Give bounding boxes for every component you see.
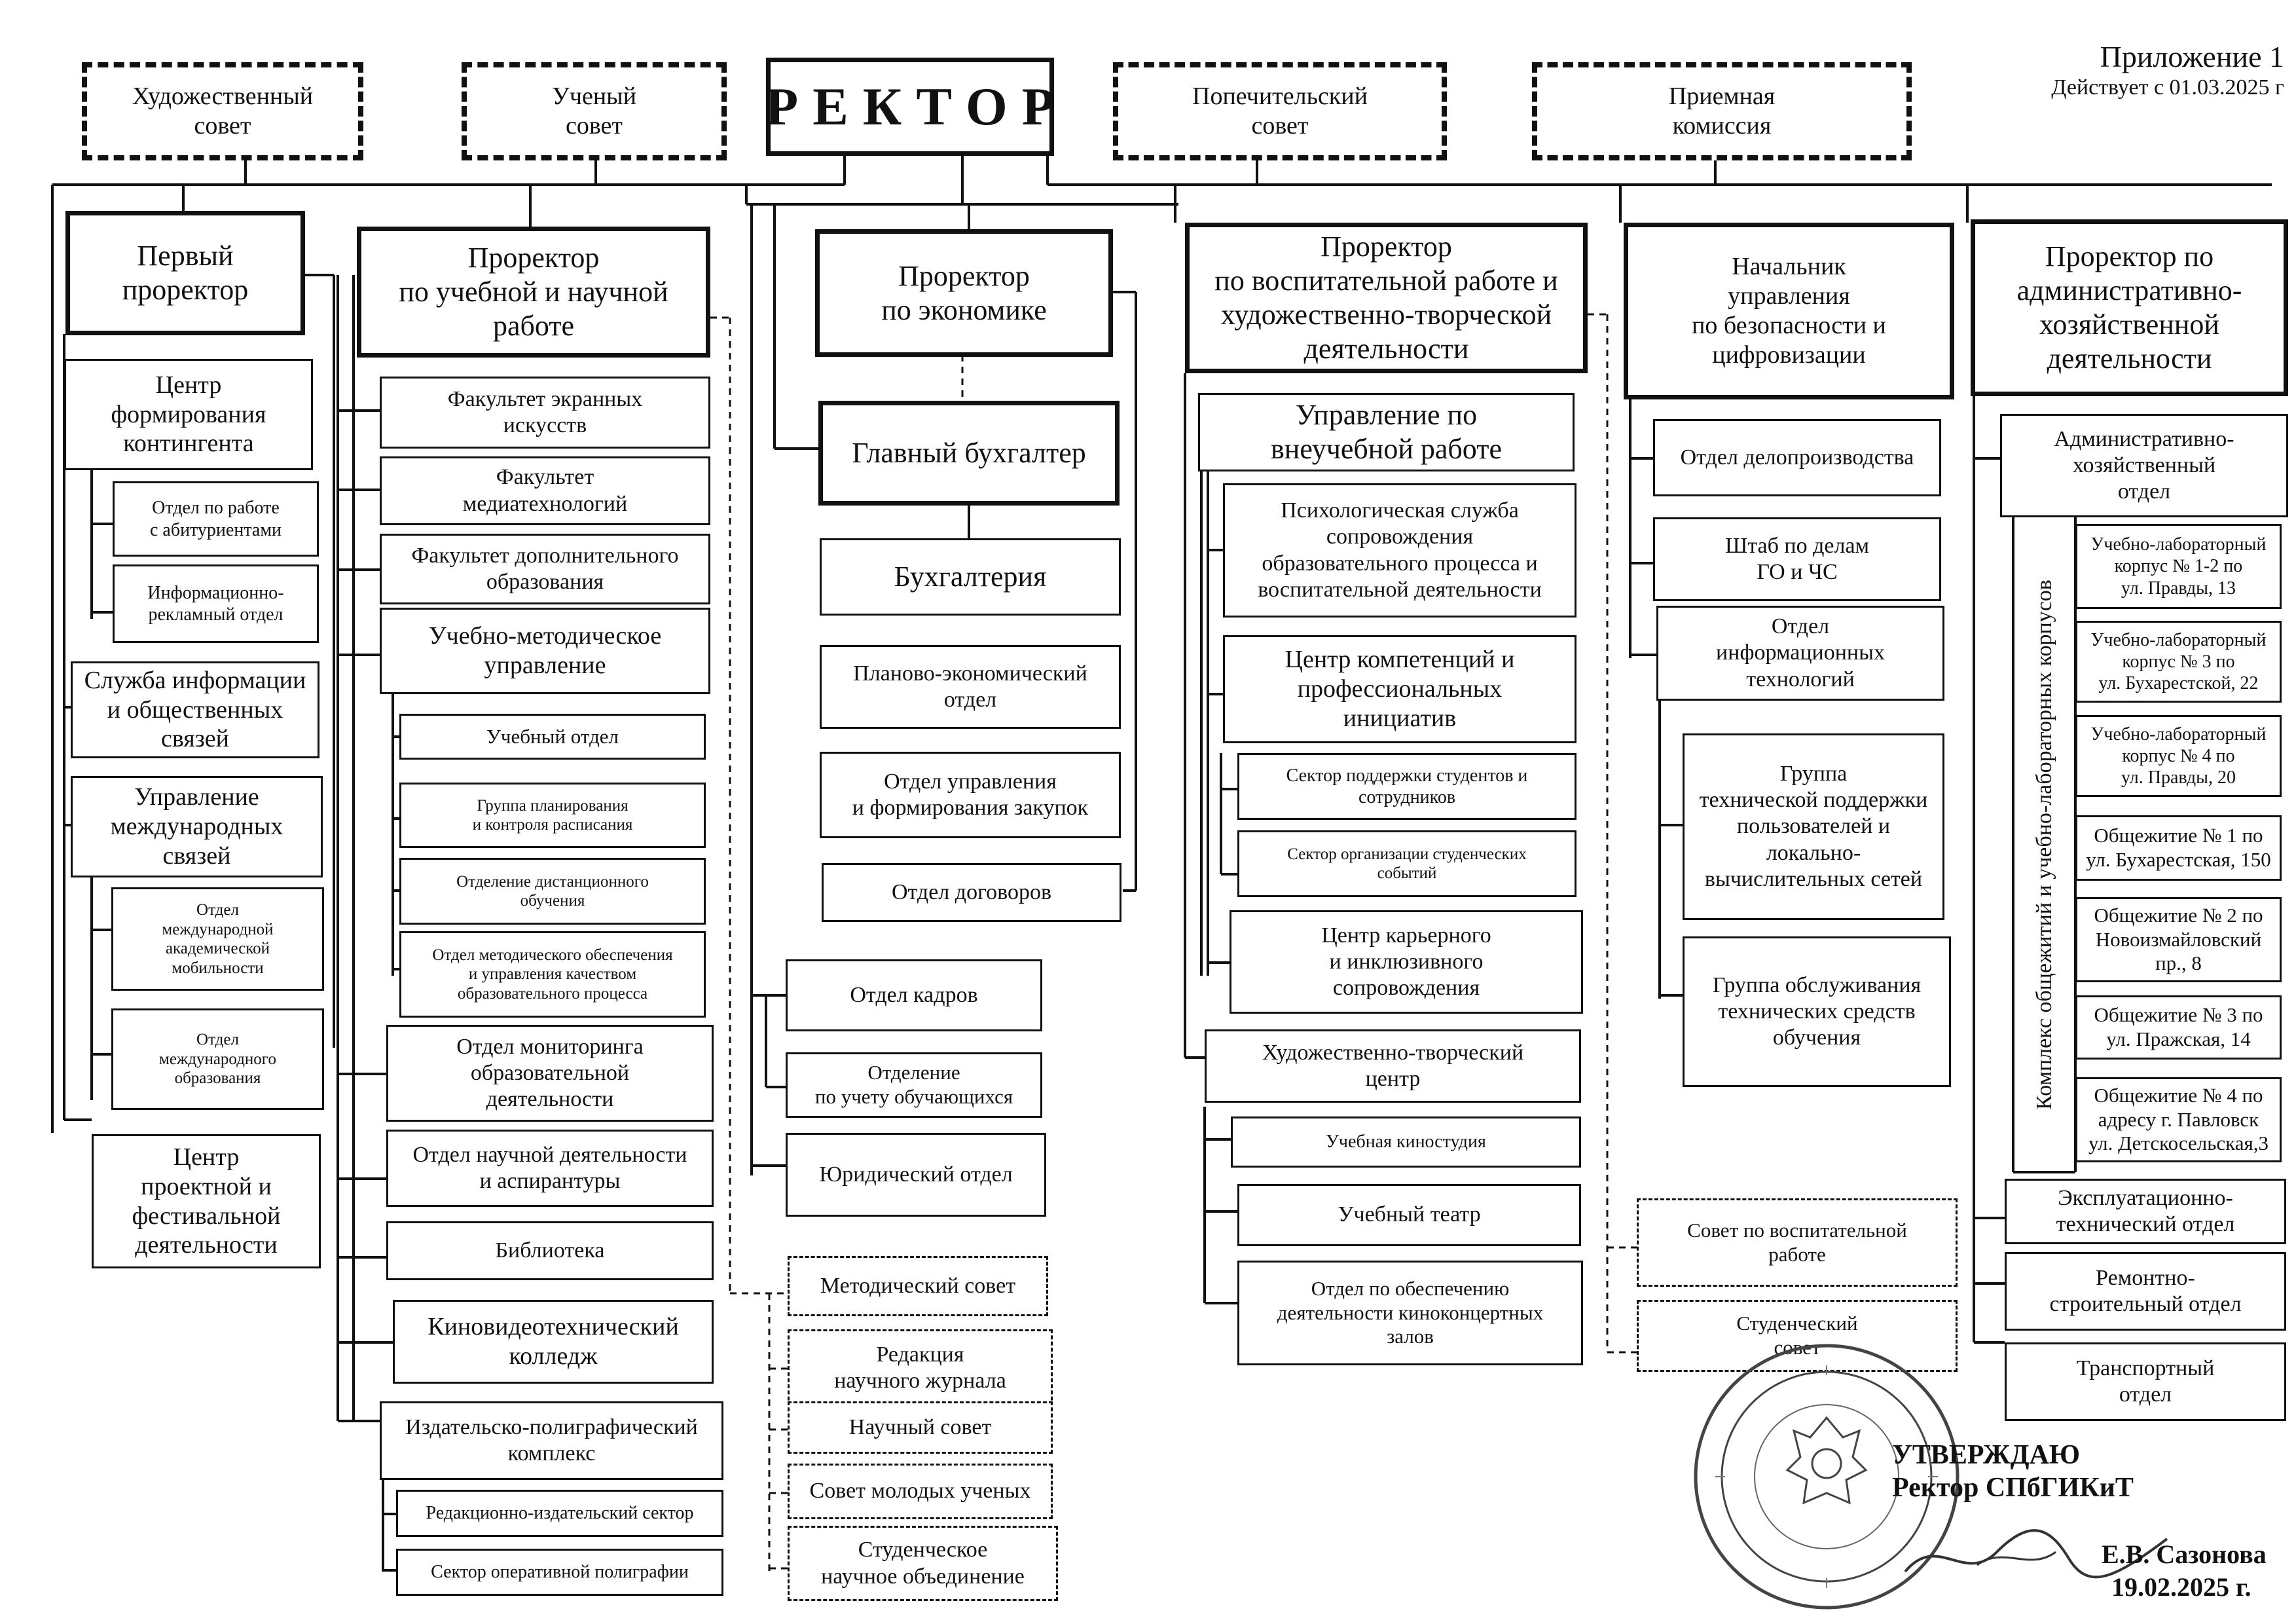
hr-dept-box: Отдел кадров (786, 959, 1042, 1031)
theatre-box: Учебный театр (1237, 1184, 1581, 1246)
student-council-box: Студенческий совет (1637, 1300, 1958, 1372)
student-society-box: Студенческое научное объединение (788, 1526, 1058, 1601)
edu-method-box: Учебно-методическое управление (380, 608, 710, 694)
rector-box: РЕКТОР (766, 58, 1054, 156)
research-dept-box: Отдел научной деятельности и аспирантуры (386, 1130, 714, 1207)
applicants-dept-box: Отдел по работе с абитуриентами (113, 481, 319, 557)
planning-dept-box: Планово-экономический отдел (820, 645, 1121, 729)
appendix-label: Приложение 1 (2100, 40, 2284, 73)
building-1-box: Учебно-лабораторный корпус № 1-2 по ул. … (2075, 524, 2282, 609)
transport-dept-box: Транспортный отдел (2005, 1342, 2286, 1421)
edu-council-box: Совет по воспитательной работе (1637, 1198, 1958, 1287)
maintenance-dept-box: Эксплуатационно- технический отдел (2005, 1179, 2286, 1244)
film-studio-box: Учебная киностудия (1231, 1116, 1581, 1168)
approval-label: УТВЕРЖДАЮ (1892, 1440, 2081, 1470)
building-3-box: Учебно-лабораторный корпус № 4 по ул. Пр… (2075, 715, 2282, 797)
psych-service-box: Психологическая служба сопровождения обр… (1223, 483, 1576, 618)
educational-prorector-box: Проректор по воспитательной работе и худ… (1185, 223, 1588, 373)
dormitory-3-box: Общежитие № 3 по ул. Пражская, 14 (2075, 995, 2282, 1060)
dormitory-2-box: Общежитие № 2 по Новоизмайловский пр., 8 (2075, 897, 2282, 982)
equipment-group-box: Группа обслуживания технических средств … (1683, 936, 1951, 1087)
security-chief-box: Начальник управления по безопасности и ц… (1624, 223, 1954, 399)
art-council-box: Художественный совет (82, 62, 363, 160)
it-dept-box: Отдел информационных технологий (1656, 606, 1944, 701)
library-box: Библиотека (386, 1221, 714, 1280)
competence-center-box: Центр компетенций и профессиональных ини… (1223, 635, 1576, 743)
events-sector-box: Сектор организации студенческих событий (1237, 830, 1576, 897)
schedule-group-box: Группа планирования и контроля расписани… (399, 783, 706, 848)
edu-dept-box: Учебный отдел (399, 714, 706, 760)
first-prorector-box: Первый проректор (65, 211, 305, 335)
young-scientists-council-box: Совет молодых ученых (788, 1464, 1053, 1519)
procurement-dept-box: Отдел управления и формирования закупок (820, 752, 1121, 838)
admin-dept-box: Административно- хозяйственный отдел (2000, 414, 2288, 517)
editorial-sector-box: Редакционно-издательский сектор (396, 1490, 723, 1537)
monitoring-dept-box: Отдел мониторинга образовательной деятел… (386, 1025, 714, 1122)
chief-accountant-box: Главный бухгалтер (818, 401, 1120, 506)
building-2-box: Учебно-лабораторный корпус № 3 по ул. Бу… (2075, 621, 2282, 703)
concert-dept-box: Отдел по обеспечению деятельности киноко… (1237, 1261, 1583, 1365)
accounting-box: Бухгалтерия (820, 538, 1121, 616)
approval-title: Ректор СПбГИКиТ (1892, 1473, 2134, 1503)
intl-relations-box: Управление международных связей (71, 776, 323, 877)
art-center-box: Художественно-творческий центр (1205, 1029, 1581, 1103)
records-dept-box: Отдел делопроизводства (1653, 419, 1941, 496)
info-service-box: Служба информации и общественных связей (71, 661, 319, 758)
effective-date: Действует с 01.03.2025 г (2051, 75, 2284, 100)
support-group-box: Группа технической поддержки пользовател… (1683, 733, 1944, 920)
intl-mobility-box: Отдел международной академической мобиль… (111, 887, 324, 991)
economics-prorector-box: Проректор по экономике (815, 229, 1113, 357)
print-sector-box: Сектор оперативной полиграфии (396, 1549, 723, 1596)
admin-prorector-box: Проректор по административно- хозяйствен… (1971, 219, 2288, 396)
contingent-center-box: Центр формирования контингента (64, 359, 313, 470)
intl-education-box: Отдел международного образования (111, 1008, 324, 1110)
admission-committee-box: Приемная комиссия (1532, 62, 1912, 160)
dormitory-1-box: Общежитие № 1 по ул. Бухарестская, 150 (2075, 815, 2282, 881)
signature-icon (1904, 1529, 2168, 1579)
media-tech-box: Факультет медиатехнологий (380, 456, 710, 525)
scientific-council-box: Научный совет (788, 1401, 1053, 1454)
civil-defense-box: Штаб по делам ГО и ЧС (1653, 517, 1941, 601)
repair-dept-box: Ремонтно- строительный отдел (2005, 1252, 2286, 1331)
legal-dept-box: Юридический отдел (786, 1133, 1046, 1217)
project-center-box: Центр проектной и фестивальной деятельно… (92, 1134, 321, 1268)
distance-dept-box: Отделение дистанционного обучения (399, 858, 706, 925)
continuing-ed-box: Факультет дополнительного образования (380, 534, 710, 604)
info-ad-dept-box: Информационно- рекламный отдел (113, 564, 319, 643)
official-seal-icon (1694, 1344, 1959, 1610)
journal-editorial-box: Редакция научного журнала (788, 1329, 1053, 1407)
student-records-box: Отделение по учету обучающихся (786, 1052, 1042, 1118)
support-sector-box: Сектор поддержки студентов и сотрудников (1237, 753, 1576, 820)
college-box: Киновидеотехнический колледж (393, 1300, 714, 1384)
approver-name: Е.В. Сазонова (2102, 1540, 2267, 1569)
screen-arts-box: Факультет экранных искусств (380, 377, 710, 449)
board-of-trustees-box: Попечительский совет (1113, 62, 1447, 160)
methodical-council-box: Методический совет (788, 1256, 1048, 1316)
complex-label: Комплекс общежитий и учебно-лабораторных… (2032, 580, 2056, 1110)
quality-dept-box: Отдел методического обеспечения и управл… (399, 931, 706, 1018)
extracurricular-box: Управление по внеучебной работе (1198, 393, 1575, 471)
academic-council-box: Ученый совет (462, 62, 727, 160)
printing-complex-box: Издательско-полиграфический комплекс (380, 1401, 723, 1480)
approval-date: 19.02.2025 г. (2111, 1572, 2251, 1602)
contracts-dept-box: Отдел договоров (822, 863, 1121, 922)
career-center-box: Центр карьерного и инклюзивного сопровож… (1230, 910, 1583, 1014)
dormitory-4-box: Общежитие № 4 по адресу г. Павловск ул. … (2075, 1077, 2282, 1162)
academic-prorector-box: Проректор по учебной и научной работе (357, 227, 710, 358)
